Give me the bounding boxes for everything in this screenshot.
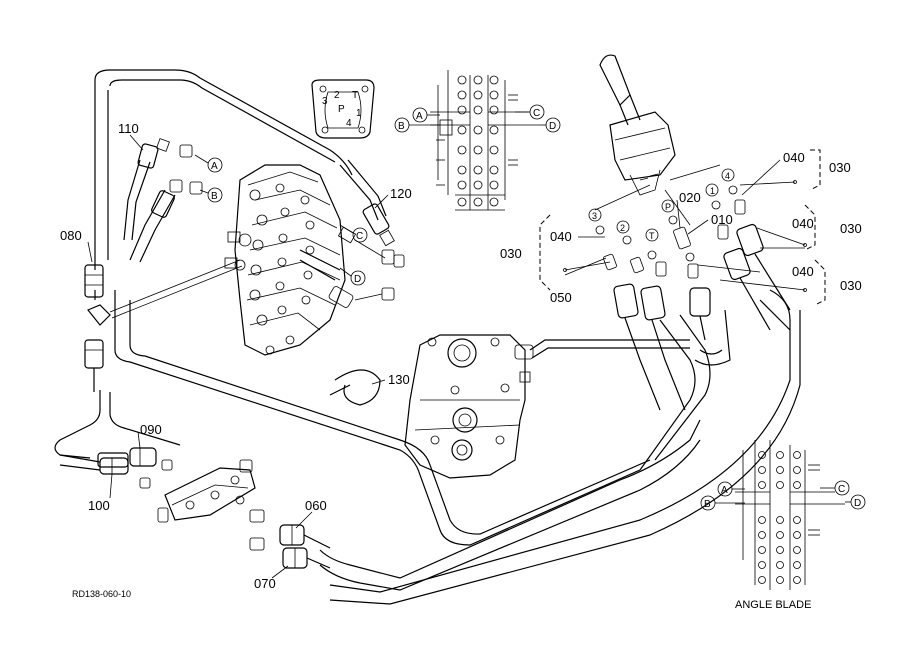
angle-blade-caption: ANGLE BLADE	[735, 599, 811, 611]
valve-schematic-top	[430, 70, 540, 211]
part-010: 010	[711, 212, 733, 227]
dashed-brackets	[539, 149, 826, 306]
port-b-label: B	[211, 191, 218, 202]
schem-port-c: C	[533, 108, 540, 119]
pilot-hoses	[613, 223, 791, 411]
pilot-port-t: T	[649, 231, 655, 241]
part-040-top: 040	[783, 150, 805, 165]
drawing-number: RD138-060-10	[72, 589, 131, 599]
selector-valve-block	[139, 459, 265, 551]
part-040-low: 040	[792, 264, 814, 279]
plate-port-3: 3	[322, 96, 328, 107]
swivel-joint	[404, 334, 690, 479]
part-040-mid: 040	[792, 216, 814, 231]
part-050: 050	[550, 290, 572, 305]
clamp-130	[329, 369, 381, 406]
part-130: 130	[388, 372, 410, 387]
plate-port-1: 1	[356, 108, 362, 119]
plate-port-t: T	[352, 90, 358, 101]
hose-060-070	[279, 524, 331, 569]
schem-port-d: D	[549, 121, 556, 132]
part-090: 090	[140, 422, 162, 437]
hose-loops	[54, 69, 801, 605]
leader-lines-right	[563, 180, 807, 292]
joystick-lever	[594, 54, 721, 226]
part-030-mid: 030	[840, 221, 862, 236]
part-030-top: 030	[829, 160, 851, 175]
part-110: 110	[118, 121, 139, 136]
part-030-low: 030	[840, 278, 862, 293]
angle-blade-schematic	[735, 440, 845, 590]
port-c-label: C	[356, 231, 363, 242]
plate-port-4: 4	[346, 118, 352, 129]
pattern-plate	[311, 79, 375, 139]
pilot-port-2: 2	[620, 223, 625, 233]
part-030-left: 030	[500, 246, 522, 261]
part-020: 020	[679, 190, 701, 205]
hose-080-assembly	[84, 259, 243, 392]
pilot-port-p: P	[665, 202, 671, 212]
hose-110-assembly	[123, 138, 203, 263]
angle-port-a: A	[721, 485, 728, 496]
part-040-left: 040	[550, 229, 572, 244]
plate-port-p: P	[338, 104, 345, 115]
part-100: 100	[88, 498, 110, 513]
schem-port-b: B	[398, 121, 405, 132]
pilot-port-3: 3	[592, 211, 597, 221]
part-080: 080	[60, 228, 82, 243]
angle-port-d: D	[854, 498, 861, 509]
plate-port-2: 2	[334, 90, 340, 101]
part-070: 070	[254, 576, 276, 591]
port-a-label: A	[211, 161, 218, 172]
pilot-port-1: 1	[710, 186, 715, 196]
angle-port-c: C	[838, 484, 845, 495]
part-leaders	[87, 134, 781, 579]
pilot-fittings	[595, 185, 746, 279]
port-leaders	[194, 111, 851, 504]
port-d-label: D	[354, 274, 361, 285]
control-valve-body	[224, 164, 395, 356]
port-markers	[207, 104, 866, 511]
part-060: 060	[305, 498, 327, 513]
hose-090-100	[59, 447, 157, 475]
pilot-port-4: 4	[725, 171, 730, 181]
angle-port-b: B	[704, 499, 711, 510]
hose-120-assembly	[339, 159, 405, 268]
schem-port-a: A	[416, 111, 423, 122]
part-120: 120	[390, 186, 412, 201]
